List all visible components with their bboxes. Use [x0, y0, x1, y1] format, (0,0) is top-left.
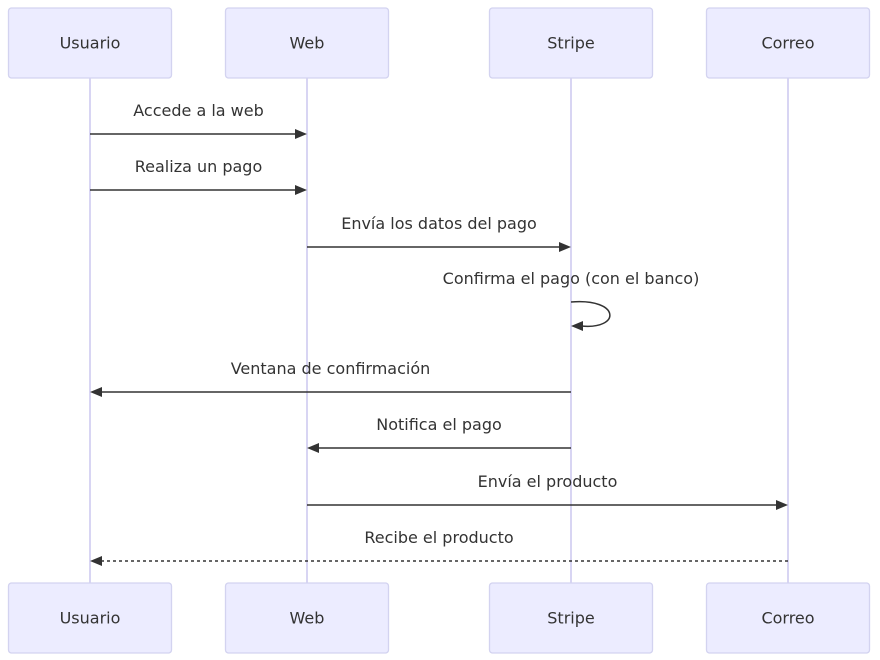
actor-label: Web [290, 34, 325, 53]
message-2: Realiza un pago [90, 157, 307, 195]
lifelines [89, 78, 789, 583]
message-label: Accede a la web [133, 101, 264, 120]
message-label: Recibe el producto [364, 528, 513, 547]
message-7: Envía el producto [307, 472, 788, 510]
actor-label: Usuario [60, 34, 121, 53]
actor-label: Usuario [60, 609, 121, 628]
message-1: Accede a la web [90, 101, 307, 139]
arrowhead [559, 242, 571, 252]
actor-box [488, 582, 654, 654]
message-label: Notifica el pago [376, 415, 502, 434]
actor-label: Stripe [547, 34, 594, 53]
arrowhead [295, 129, 307, 139]
message-arrow [570, 300, 611, 328]
arrowhead [90, 556, 102, 566]
actor-label: Correo [761, 34, 814, 53]
actor-box [224, 7, 390, 79]
actor-stripe-top: Stripe [488, 7, 654, 79]
actor-label: Stripe [547, 609, 594, 628]
actor-label: Correo [761, 609, 814, 628]
message-4: Confirma el pago (con el banco) [443, 269, 700, 331]
message-8: Recibe el producto [90, 528, 788, 566]
actor-stripe-bottom: Stripe [488, 582, 654, 654]
message-label: Realiza un pago [135, 157, 263, 176]
actor-box [705, 582, 871, 654]
actor-box [224, 582, 390, 654]
actor-correo-top: Correo [705, 7, 871, 79]
message-3: Envía los datos del pago [307, 214, 571, 252]
arrowhead [571, 321, 583, 331]
actor-correo-bottom: Correo [705, 582, 871, 654]
actor-usuario-bottom: Usuario [7, 582, 173, 654]
arrowhead [776, 500, 788, 510]
actors-top: Usuario Web Stripe Correo [7, 7, 871, 79]
message-5: Ventana de confirmación [90, 359, 571, 397]
actor-label: Web [290, 609, 325, 628]
message-label: Envía los datos del pago [341, 214, 537, 233]
arrowhead [295, 185, 307, 195]
actors-bottom: Usuario Web Stripe Correo [7, 582, 871, 654]
message-label: Ventana de confirmación [231, 359, 431, 378]
actor-web-bottom: Web [224, 582, 390, 654]
arrowhead [307, 443, 319, 453]
arrowhead [90, 387, 102, 397]
actor-usuario-top: Usuario [7, 7, 173, 79]
actor-box [7, 7, 173, 79]
actor-box [705, 7, 871, 79]
message-6: Notifica el pago [307, 415, 571, 453]
actor-box [488, 7, 654, 79]
message-label: Confirma el pago (con el banco) [443, 269, 700, 288]
actor-web-top: Web [224, 7, 390, 79]
message-label: Envía el producto [478, 472, 618, 491]
actor-box [7, 582, 173, 654]
